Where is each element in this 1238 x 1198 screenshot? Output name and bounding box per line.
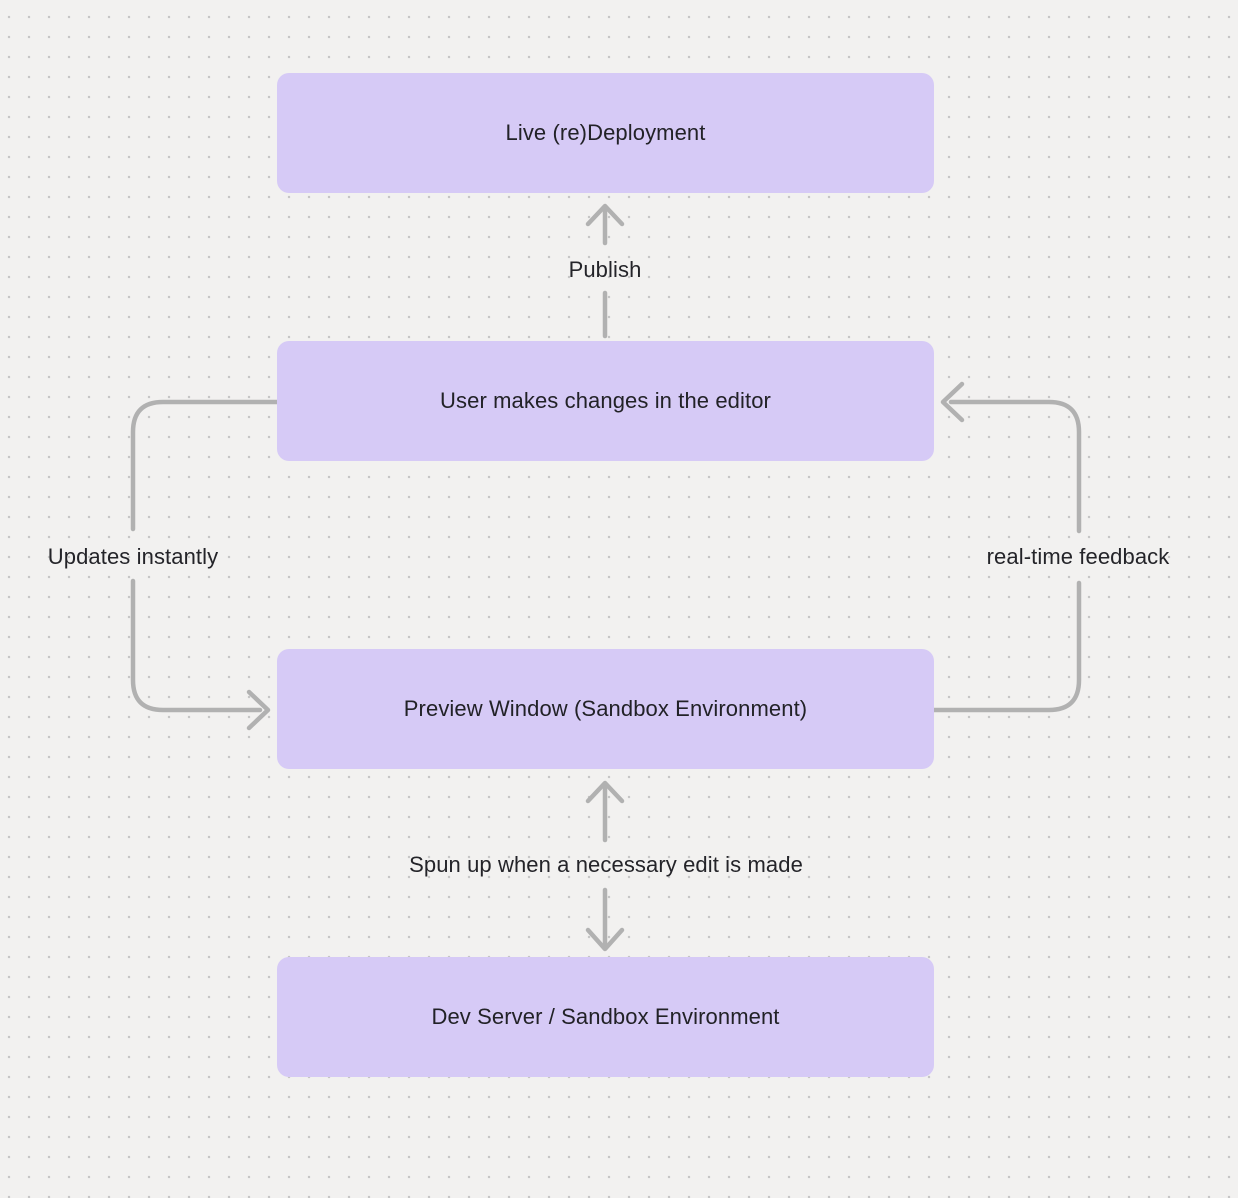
arrow-realtime-feedback — [931, 381, 1082, 713]
arrow-right-head-icon — [246, 689, 271, 731]
node-user-makes-changes-label: User makes changes in the editor — [440, 388, 771, 413]
edge-label-publish: Publish — [568, 257, 642, 282]
arrow-spun-up — [585, 780, 625, 952]
node-user-makes-changes: User makes changes in the editor — [277, 341, 934, 461]
node-dev-server-label: Dev Server / Sandbox Environment — [431, 1004, 780, 1029]
node-preview-window-label: Preview Window (Sandbox Environment) — [403, 696, 808, 721]
edge-label-spun-up: Spun up when a necessary edit is made — [409, 852, 803, 877]
edge-label-realtime-feedback: real-time feedback — [986, 544, 1170, 569]
node-dev-server: Dev Server / Sandbox Environment — [277, 957, 934, 1077]
node-preview-window: Preview Window (Sandbox Environment) — [277, 649, 934, 769]
arrow-up-head-icon — [585, 780, 625, 804]
arrow-left-head-icon — [940, 381, 965, 423]
arrow-down-head-icon — [585, 927, 625, 952]
arrow-publish — [585, 203, 625, 339]
node-live-redeployment: Live (re)Deployment — [277, 73, 934, 193]
arrow-up-head-icon — [585, 203, 625, 227]
arrow-updates-instantly — [130, 399, 280, 731]
node-live-redeployment-label: Live (re)Deployment — [505, 120, 706, 145]
edge-label-updates-instantly: Updates instantly — [47, 544, 219, 569]
